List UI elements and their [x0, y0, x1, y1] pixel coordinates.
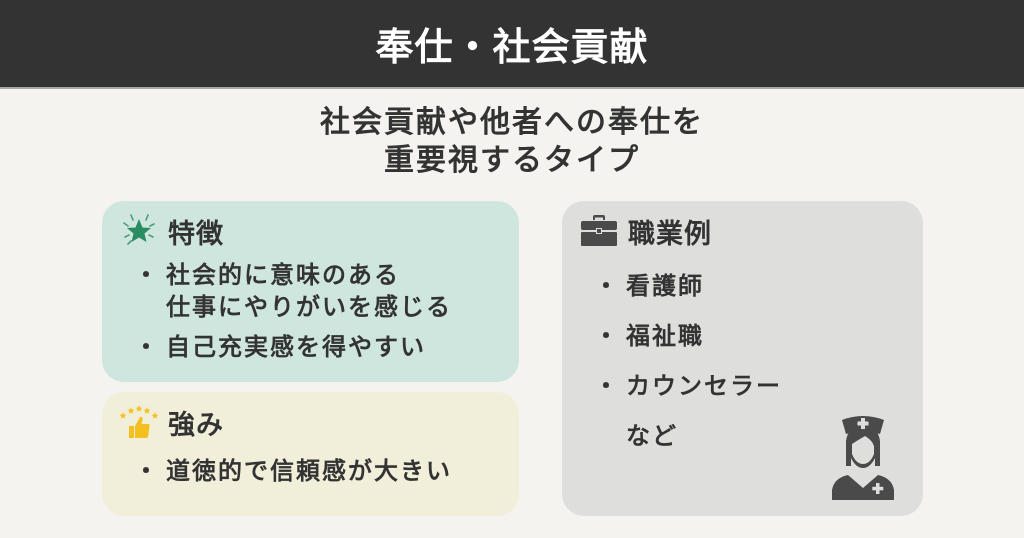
strengths-card: 強み 道徳的で信頼感が大きい — [102, 392, 519, 516]
list-item: 道徳的で信頼感が大きい — [134, 455, 452, 487]
jobs-header: 職業例 — [578, 211, 712, 251]
traits-card: 特徴 社会的に意味のある 仕事にやりがいを感じる 自己充実感を得やすい — [102, 201, 519, 382]
subtitle-line-1: 社会貢献や他者への奉仕を — [320, 105, 704, 140]
strengths-header: 強み — [118, 402, 224, 442]
header-bar: 奉仕・社会貢献 — [0, 0, 1024, 89]
strengths-list: 道徳的で信頼感が大きい — [134, 455, 452, 487]
traits-title: 特徴 — [168, 218, 224, 250]
list-item: 福祉職 — [594, 320, 782, 352]
subtitle: 社会貢献や他者への奉仕を 重要視するタイプ — [0, 104, 1024, 180]
jobs-card: 職業例 看護師 福祉職 カウンセラー など — [562, 201, 923, 516]
thumbs-up-stars-icon — [118, 402, 160, 442]
list-item: 自己充実感を得やすい — [134, 331, 452, 363]
nurse-icon — [830, 414, 896, 504]
page-title: 奉仕・社会貢献 — [375, 25, 649, 69]
list-item: 看護師 — [594, 270, 782, 302]
traits-header: 特徴 — [118, 211, 224, 251]
briefcase-icon — [578, 211, 620, 251]
traits-list: 社会的に意味のある 仕事にやりがいを感じる 自己充実感を得やすい — [134, 259, 452, 371]
sparkle-star-icon — [118, 211, 160, 251]
list-item: 社会的に意味のある 仕事にやりがいを感じる — [134, 259, 452, 323]
subtitle-line-2: 重要視するタイプ — [384, 143, 640, 178]
list-item: カウンセラー — [594, 370, 782, 402]
list-suffix: など — [626, 422, 678, 450]
jobs-title: 職業例 — [628, 218, 712, 250]
strengths-title: 強み — [168, 409, 224, 441]
jobs-list: 看護師 福祉職 カウンセラー など — [594, 270, 782, 470]
